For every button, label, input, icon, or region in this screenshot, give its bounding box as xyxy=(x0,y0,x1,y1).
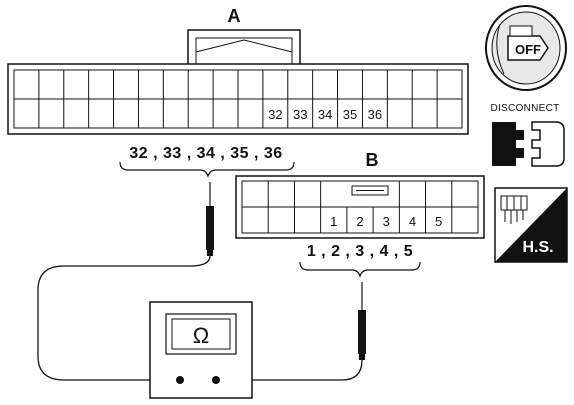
connector-b: B 1 2 3 4 5 xyxy=(235,150,485,239)
connector-a-pin-35: 35 xyxy=(343,107,357,122)
connector-a-brace xyxy=(119,161,295,178)
ohmmeter: Ω xyxy=(149,301,253,399)
disconnect-icon: DISCONNECT xyxy=(490,103,565,167)
probe-a xyxy=(206,182,214,256)
connector-b-brace xyxy=(299,261,421,278)
probe-b xyxy=(358,282,366,360)
meter-terminal-left xyxy=(176,376,184,384)
connector-b-pin-2: 2 xyxy=(356,214,363,229)
test-lead-a xyxy=(37,255,211,381)
harness-side-icon: H.S. xyxy=(494,187,568,263)
connector-b-pin-4: 4 xyxy=(409,214,416,229)
test-lead-b xyxy=(218,359,363,381)
connector-a-pin-32: 32 xyxy=(268,107,282,122)
harness-side-text: H.S. xyxy=(522,239,553,256)
connector-a-pin-34: 34 xyxy=(318,107,332,122)
connector-b-pin-list: 1 , 2 , 3 , 4 , 5 xyxy=(307,243,413,260)
connector-a-pin-list: 32 , 33 , 34 , 35 , 36 xyxy=(129,145,282,162)
connector-a-pin-36: 36 xyxy=(368,107,382,122)
meter-terminal-right xyxy=(212,376,220,384)
disconnect-text: DISCONNECT xyxy=(490,103,559,114)
connector-b-pin-3: 3 xyxy=(383,214,390,229)
ohm-symbol: Ω xyxy=(193,323,209,348)
connector-a-pin-33: 33 xyxy=(293,107,307,122)
connector-a-label: A xyxy=(228,6,241,26)
connector-b-pin-5: 5 xyxy=(435,214,442,229)
ignition-off-icon: OFF xyxy=(485,5,567,91)
ignition-off-text: OFF xyxy=(515,42,541,57)
connector-a: A 32 33 34 35 36 xyxy=(7,6,469,135)
connector-b-label: B xyxy=(366,150,379,170)
connector-b-pin-1: 1 xyxy=(330,214,337,229)
